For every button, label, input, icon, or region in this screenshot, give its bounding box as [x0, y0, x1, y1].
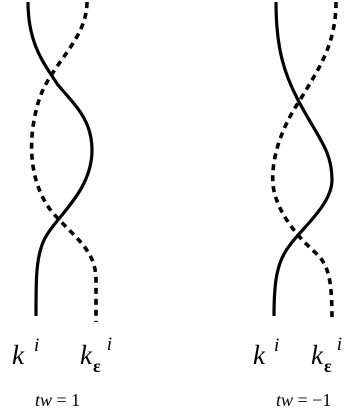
right-panel — [270, 1, 338, 323]
left-dashed-label: kεi — [80, 334, 112, 376]
right-dashed-label: kεi — [311, 334, 342, 376]
right-solid-strand — [272, 1, 334, 317]
left-solid-strand — [26, 1, 94, 317]
left-caption: tw = 1 — [35, 390, 80, 410]
left-panel — [26, 1, 98, 322]
right-dashed-strand — [270, 1, 338, 323]
left-dashed-strand — [29, 1, 98, 322]
right-caption: tw = −1 — [276, 390, 331, 410]
